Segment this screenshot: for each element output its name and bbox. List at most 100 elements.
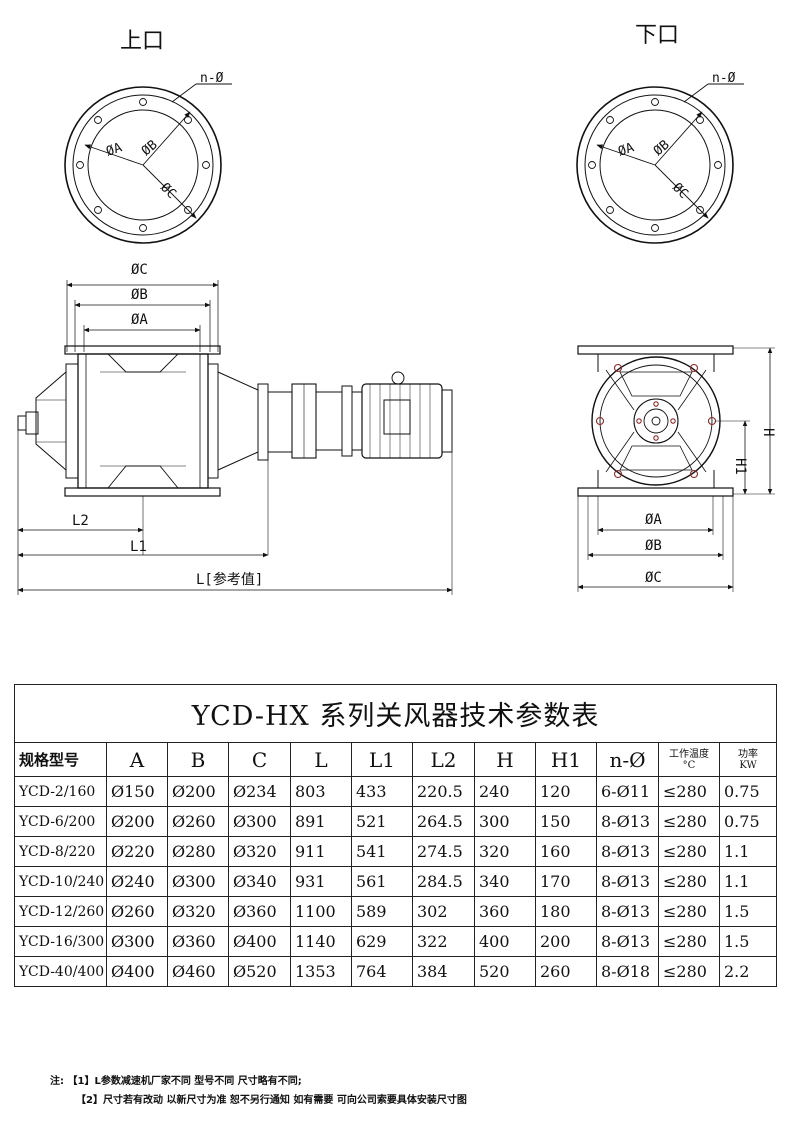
table-cell: 150 — [535, 806, 597, 837]
table-cell: 8-Ø13 — [596, 806, 659, 837]
table-cell: Ø340 — [228, 866, 291, 897]
model-cell: YCD-16/300 — [14, 926, 107, 957]
table-cell: 200 — [535, 926, 597, 957]
table-cell: 8-Ø18 — [596, 956, 659, 987]
col-header-b: B — [167, 742, 229, 777]
model-cell: YCD-40/400 — [14, 956, 107, 987]
end-view — [577, 345, 775, 592]
table-cell: 1140 — [290, 926, 352, 957]
table-cell: ≤280 — [658, 866, 720, 897]
table-cell: ≤280 — [658, 806, 720, 837]
table-cell: 260 — [535, 956, 597, 987]
table-cell: 320 — [474, 836, 536, 867]
front-phi-b-label: ØB — [131, 287, 148, 303]
table-cell: 541 — [351, 836, 413, 867]
model-cell: YCD-12/260 — [14, 896, 107, 927]
power-header-unit: KW — [739, 759, 757, 771]
table-cell: Ø400 — [106, 956, 168, 987]
col-header-c: C — [228, 742, 291, 777]
table-title: YCD-HX 系列关风器技术参数表 — [13, 684, 778, 743]
table-cell: Ø360 — [228, 896, 291, 927]
table-cell: Ø234 — [228, 776, 291, 807]
note-prefix: 注: — [50, 1076, 64, 1087]
table-cell: 340 — [474, 866, 536, 897]
table-cell: 8-Ø13 — [596, 836, 659, 867]
model-cell: YCD-2/160 — [14, 776, 107, 807]
table-cell: Ø260 — [106, 896, 168, 927]
bolt-holes — [588, 98, 722, 232]
table-cell: 1.5 — [718, 896, 778, 927]
table-cell: 300 — [474, 806, 536, 837]
table-cell: 629 — [351, 926, 413, 957]
table-cell: 180 — [535, 896, 597, 927]
table-header-row: 规格型号 A B C L L1 L2 H H1 n-Ø 工作温度 °C 功率 K… — [14, 742, 778, 777]
table-cell: Ø150 — [106, 776, 168, 807]
table-cell: Ø280 — [167, 836, 229, 867]
table-cell: 8-Ø13 — [596, 896, 659, 927]
table-cell: ≤280 — [658, 926, 720, 957]
note-2-text: 【2】尺寸若有改动 以新尺寸为准 恕不另行通知 如有需要 可向公司索要具体安装尺… — [76, 1095, 467, 1106]
front-phi-c-label: ØC — [131, 262, 148, 278]
table-cell: Ø320 — [228, 836, 291, 867]
l2-label: L2 — [72, 513, 89, 529]
table-cell: 2.2 — [718, 956, 778, 987]
table-cell: 240 — [474, 776, 536, 807]
notes: 注: 【1】L参数减速机厂家不同 型号不同 尺寸略有不同; 【2】尺寸若有改动 … — [50, 1072, 467, 1110]
lower-phi-a-label: ØA — [616, 140, 636, 160]
col-header-n-phi: n-Ø — [596, 742, 659, 777]
h-label: H — [760, 428, 776, 436]
table-cell: 302 — [412, 896, 475, 927]
power-header-text: 功率 — [738, 748, 759, 760]
table-cell: 384 — [412, 956, 475, 987]
model-cell: YCD-10/240 — [14, 866, 107, 897]
col-header-power: 功率 KW — [718, 742, 778, 777]
model-cell: YCD-6/200 — [14, 806, 107, 837]
table-cell: 589 — [351, 896, 413, 927]
table-cell: Ø320 — [167, 896, 229, 927]
note-line-2: 【2】尺寸若有改动 以新尺寸为准 恕不另行通知 如有需要 可向公司索要具体安装尺… — [50, 1091, 467, 1110]
front-view — [17, 280, 453, 595]
table-cell: 891 — [290, 806, 352, 837]
upper-phi-a-label: ØA — [104, 140, 124, 160]
end-phi-a-label: ØA — [645, 512, 662, 528]
l-label: L[参考值] — [196, 571, 263, 588]
h1-label: H1 — [732, 458, 748, 475]
model-cell: YCD-8/220 — [14, 836, 107, 867]
table-cell: ≤280 — [658, 836, 720, 867]
col-header-h1: H1 — [535, 742, 597, 777]
table-cell: 1100 — [290, 896, 352, 927]
lower-phi-b-label: ØB — [651, 137, 673, 159]
lower-phi-c-label: ØC — [669, 180, 691, 202]
table-cell: 8-Ø13 — [596, 926, 659, 957]
table-cell: 120 — [535, 776, 597, 807]
table-cell: Ø200 — [106, 806, 168, 837]
col-header-l1: L1 — [351, 742, 413, 777]
table-cell: Ø460 — [167, 956, 229, 987]
table-cell: 1.1 — [718, 866, 778, 897]
col-header-l2: L2 — [412, 742, 475, 777]
table-cell: 1353 — [290, 956, 352, 987]
upper-phi-b-label: ØB — [139, 137, 161, 159]
table-cell: 0.75 — [718, 806, 778, 837]
end-phi-b-label: ØB — [645, 538, 662, 554]
front-phi-a-label: ØA — [131, 312, 148, 328]
table-cell: 170 — [535, 866, 597, 897]
table-cell: 8-Ø13 — [596, 866, 659, 897]
upper-phi-c-label: ØC — [157, 180, 179, 202]
table-cell: 6-Ø11 — [596, 776, 659, 807]
table-cell: 520 — [474, 956, 536, 987]
lower-port-view: 下口 n-Ø ØA ØB ØC — [576, 23, 744, 244]
end-bolt-holes — [595, 363, 717, 479]
spec-table: YCD-HX 系列关风器技术参数表 规格型号 A B C L L1 L2 H H… — [13, 684, 778, 987]
lower-n-phi-label: n-Ø — [712, 71, 736, 86]
table-cell: 0.75 — [718, 776, 778, 807]
end-phi-c-label: ØC — [645, 570, 662, 586]
table-cell: 764 — [351, 956, 413, 987]
table-cell: 322 — [412, 926, 475, 957]
table-cell: 911 — [290, 836, 352, 867]
